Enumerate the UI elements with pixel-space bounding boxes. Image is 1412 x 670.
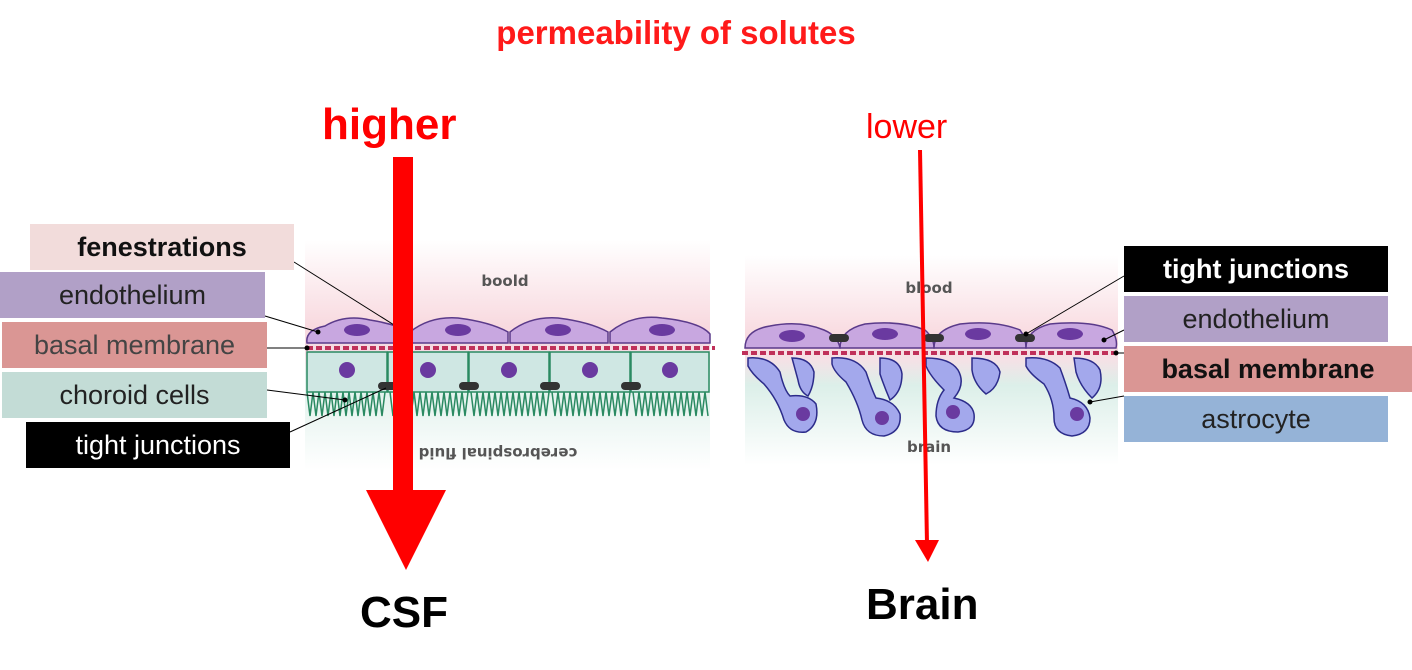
leader-dot [1087, 399, 1093, 405]
tight-junction [459, 382, 479, 390]
endothelial-nucleus [649, 324, 675, 336]
left-blood-region-label: boold [481, 272, 528, 290]
leader-choroid [266, 389, 346, 401]
higher-permeability-label: higher [322, 100, 457, 149]
diagram-title: permeability of solutes [496, 14, 856, 51]
choroid-nucleus [501, 362, 517, 378]
astrocyte [925, 357, 975, 433]
left-tight-junctions-label: tight junctions [26, 422, 290, 468]
left-endothelium-label: endothelium [0, 272, 265, 318]
leader-fenestrations [293, 261, 403, 331]
right-brain-region-label: brain [907, 438, 951, 456]
fenestrations-label: fenestrations [30, 224, 294, 270]
astrocyte-nucleus [796, 407, 810, 421]
leader-dot [1023, 331, 1029, 337]
endothelial-nucleus [1057, 328, 1083, 340]
right-endothelial-cells [744, 322, 1118, 349]
left-csf-region-label: cerebrospinal fluid [419, 444, 578, 462]
right-blood-region-label: blood [905, 279, 952, 297]
astrocyte-nucleus [875, 411, 889, 425]
csf-label: CSF [360, 588, 448, 637]
astrocyte-label: astrocyte [1124, 396, 1388, 442]
right-basal-membrane-label: basal membrane [1124, 346, 1412, 392]
lower-permeability-label: lower [866, 108, 948, 146]
endothelial-nucleus [545, 324, 571, 336]
left-basal-membrane-label: basal membrane [2, 322, 267, 368]
astrocyte [879, 357, 903, 402]
tight-junction [1015, 334, 1035, 342]
choroid-nucleus [420, 362, 436, 378]
brain-label: Brain [866, 580, 979, 629]
leader-dot [1101, 337, 1107, 343]
astrocyte [791, 357, 815, 397]
endothelial-nucleus [965, 328, 991, 340]
choroid-nucleus [662, 362, 678, 378]
astrocyte-nucleus [946, 405, 960, 419]
leader-endothelium-right [1103, 329, 1125, 341]
leader-tight-right [1025, 275, 1125, 335]
endothelial-nucleus [344, 324, 370, 336]
leader-dot [304, 345, 310, 351]
tight-junction [924, 334, 944, 342]
astrocyte-nuclei [796, 405, 1084, 425]
endothelial-nucleus [445, 324, 471, 336]
leader-tight-left [289, 387, 387, 433]
microvilli [306, 391, 709, 417]
leader-dot [342, 397, 348, 403]
astrocyte-nucleus [1070, 407, 1084, 421]
astrocyte [1073, 357, 1102, 400]
leader-dot [1113, 350, 1119, 356]
left-endothelial-cells [306, 316, 711, 344]
endothelial-nucleus [872, 328, 898, 340]
lower-permeability-arrow [915, 149, 939, 562]
tight-junction [829, 334, 849, 342]
right-tight-junctions-label: tight junctions [1124, 246, 1388, 292]
tight-junction [621, 382, 641, 390]
right-endothelium-label: endothelium [1124, 296, 1388, 342]
leader-lines [264, 261, 1125, 433]
leader-dot [315, 329, 321, 335]
choroid-cells-label: choroid cells [2, 372, 267, 418]
choroid-nucleus [339, 362, 355, 378]
leader-astrocyte [1089, 395, 1125, 403]
tight-junction [540, 382, 560, 390]
choroid-nucleus [582, 362, 598, 378]
leader-endothelium-left [264, 315, 319, 333]
higher-permeability-arrow [366, 157, 446, 570]
endothelial-nucleus [779, 330, 805, 342]
astrocyte [971, 357, 1001, 395]
